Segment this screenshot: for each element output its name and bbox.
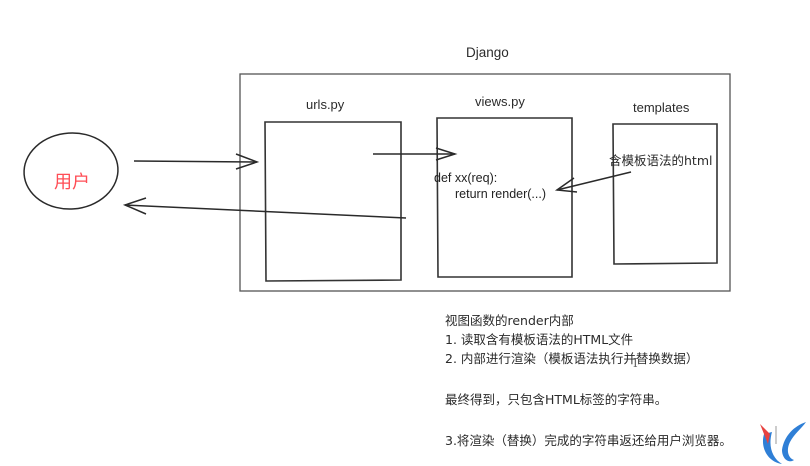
arrow-urls-to-user [122,197,407,219]
notes-result: 最终得到，只包含HTML标签的字符串。 [445,392,668,407]
arrow-urls-to-views [373,147,458,161]
render-notes: 视图函数的render内部 1. 读取含有模板语法的HTML文件 2. 内部进行… [445,311,732,450]
notes-step-2: 2. 内部进行渲染（模板语法执行并替换数据） [445,351,699,366]
views-box [436,117,573,278]
urls-box [264,121,402,282]
logo-icon [760,422,806,464]
logo-right-leaf [782,422,806,462]
user-ellipse [23,132,119,210]
templates-content: 含模板语法的html [609,153,713,168]
arrow-templates-to-render [554,171,632,193]
urls-label: urls.py [306,97,345,112]
django-title: Django [466,45,509,60]
templates-box [612,123,718,265]
notes-step-1: 1. 读取含有模板语法的HTML文件 [445,332,634,347]
code-return-line: return render(...) [455,187,547,201]
django-container-box [239,73,731,292]
notes-heading: 视图函数的render内部 [445,313,574,328]
arrow-user-to-urls [133,153,260,170]
text-cursor-icon: I [633,356,638,370]
notes-step-3: 3.将渲染（替换）完成的字符串返还给用户浏览器。 [445,433,732,448]
templates-label: templates [633,100,690,115]
views-label: views.py [475,94,525,109]
code-def-line: def xx(req): [434,171,498,185]
user-label: 用户 [54,172,90,193]
logo-red-accent [760,424,770,444]
